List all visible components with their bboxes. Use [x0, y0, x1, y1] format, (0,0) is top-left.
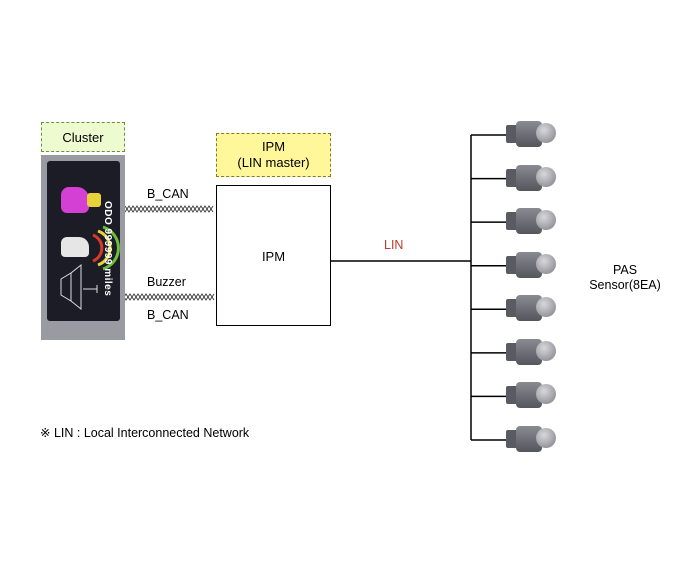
ipm-tag-line1: IPM — [261, 139, 286, 154]
sensor-branches — [471, 134, 508, 441]
pas-sensor-icon — [506, 426, 556, 452]
odo-text: ODO 999999 miles — [102, 201, 113, 297]
lin-label: LIN — [384, 238, 404, 252]
can-top-label: B_CAN — [147, 187, 189, 201]
pas-sensor-icon — [506, 338, 556, 365]
pas-sensor-icon — [506, 295, 556, 322]
buzzer-label: Buzzer — [147, 275, 186, 289]
ipm-tag-line2: (LIN master) — [237, 155, 310, 170]
pas-sensor-icon — [506, 208, 556, 235]
pas-sensor-icon — [506, 121, 556, 147]
yellow-warning-icon — [87, 193, 101, 207]
pas-sensor-icon — [506, 382, 556, 409]
pas-sensor-label: PAS Sensor(8EA) — [580, 263, 670, 293]
car-icon — [61, 237, 89, 257]
ipm-box: IPM — [216, 185, 331, 326]
cluster-tag: Cluster — [41, 122, 125, 152]
cluster-panel: ODO 999999 miles — [41, 155, 125, 340]
ipm-box-label: IPM — [261, 249, 286, 264]
cluster-screen: ODO 999999 miles — [47, 161, 120, 321]
cluster-label: Cluster — [62, 129, 104, 145]
can-bottom-label: B_CAN — [147, 308, 189, 322]
can-top-twisted-pair — [124, 205, 214, 213]
ipm-tag: IPM (LIN master) — [216, 133, 331, 177]
parking-level-arcs — [60, 225, 120, 311]
footnote: ※ LIN : Local Interconnected Network — [40, 426, 250, 440]
pas-label-line1: PAS — [612, 263, 638, 277]
pas-label-line2: Sensor(8EA) — [589, 278, 661, 292]
pas-sensor-icon — [506, 251, 556, 278]
pas-sensor-icon — [506, 164, 556, 191]
purple-car-icon — [61, 187, 89, 213]
